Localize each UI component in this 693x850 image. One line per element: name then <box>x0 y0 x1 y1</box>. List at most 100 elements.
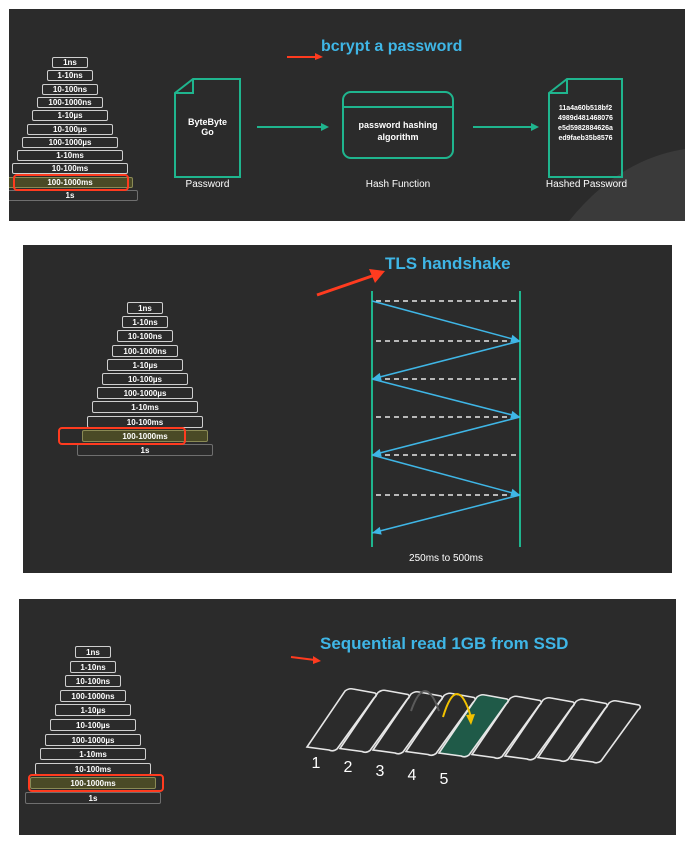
ssd-block <box>503 696 576 761</box>
pyramid-level: 100-1000ns <box>60 689 126 702</box>
pyramid-level: 10-100ms <box>12 163 128 175</box>
pyramid-level: 10-100µs <box>50 719 136 731</box>
pyramid-level: 100-1000µs <box>45 733 141 746</box>
pyramid-level: 10-100ns <box>117 330 173 343</box>
block-number: 3 <box>375 763 385 780</box>
pyramid-level: 1s <box>9 190 138 201</box>
ssd-block <box>371 690 444 755</box>
pointer-arrow <box>290 656 316 661</box>
block-number: 4 <box>407 767 417 784</box>
pyramid-level: 100-1000ns <box>37 96 103 108</box>
highlight-ring <box>28 774 164 793</box>
pyramid-level: 10-100ns <box>65 675 121 688</box>
pyramid-level: 1-10ns <box>47 70 93 82</box>
hashed-value-text: 11a4a60b518bf2 4989d481468076 e5d5982884… <box>549 104 622 144</box>
pyramid-level: 100-1000µs <box>22 136 118 148</box>
pyramid-level: 10-100µs <box>102 373 188 385</box>
hashed-line-2: 4989d481468076 <box>558 115 613 122</box>
pointer-arrow-head <box>315 53 323 60</box>
ssd-block <box>536 698 609 763</box>
tls-title: TLS handshake <box>385 254 511 273</box>
pyramid-level: 1s <box>25 792 161 804</box>
handshake-arrow-head <box>510 410 520 419</box>
ssd-block <box>305 687 378 752</box>
pyramid-level: 100-1000ms <box>30 777 156 790</box>
pyramid-level: 100-1000µs <box>97 387 193 400</box>
pyramid-level: 1-10ms <box>40 748 146 761</box>
handshake-arrow-head <box>372 526 382 535</box>
password-label: Password <box>185 179 230 190</box>
read-arrow-head <box>466 714 475 725</box>
hash-function-box <box>342 91 454 159</box>
hash-box-text: password hashing algorithm <box>343 119 453 143</box>
handshake-messages <box>371 300 521 535</box>
tls-diagram-graphics <box>316 269 521 547</box>
handshake-message-arrow <box>371 340 521 380</box>
handshake-message-arrow <box>371 378 521 418</box>
flow-arrow-1-head <box>321 123 329 131</box>
pyramid-level: 1ns <box>127 302 163 314</box>
pointer-arrow-head <box>313 656 321 664</box>
bcrypt-title: bcrypt a password <box>321 38 463 55</box>
hashed-line-3: e5d5982884626a <box>558 125 613 132</box>
handshake-arrow-head <box>510 488 520 497</box>
pyramid-level: 1ns <box>52 57 88 68</box>
corner-shape <box>569 149 685 221</box>
pyramid-level: 1-10ms <box>92 401 198 414</box>
document-fold <box>175 79 194 94</box>
hashed-document-fold <box>549 79 568 94</box>
flow-arrow-2-head <box>531 123 539 131</box>
pyramid-level: 1-10ns <box>122 316 168 329</box>
hashed-document-icon <box>548 78 623 178</box>
bcrypt-diagram-graphics <box>174 53 685 221</box>
pointer-arrow-head <box>369 269 385 283</box>
hash-function-label: Hash Function <box>365 179 431 190</box>
ssd-block <box>569 699 642 764</box>
block-number: 1 <box>311 755 321 772</box>
hashed-line-1: 11a4a60b518bf2 <box>558 105 613 112</box>
pyramid-level: 1-10µs <box>107 358 183 371</box>
pyramid-level: 100-1000ms <box>9 176 133 188</box>
document-text: ByteByte Go <box>175 117 240 137</box>
pyramid-level: 1-10ms <box>17 150 123 162</box>
ssd-diagram-graphics <box>290 656 642 764</box>
ssd-blocks <box>305 687 642 764</box>
handshake-timing-label: 250ms to 500ms <box>409 553 483 564</box>
document-text-line-1: ByteByte <box>187 117 227 127</box>
ssd-block <box>338 689 411 754</box>
highlight-ring <box>13 173 129 191</box>
password-document-icon <box>174 78 241 178</box>
document-text-line-2: Go <box>201 127 214 137</box>
hash-box-text-line-2: algorithm <box>377 132 419 142</box>
handshake-message-arrow <box>371 454 521 496</box>
block-number: 2 <box>343 759 353 776</box>
pyramid-level: 100-1000ms <box>82 429 208 442</box>
pyramid-level: 100-1000ns <box>112 344 178 357</box>
ssd-block <box>437 693 510 758</box>
pyramid-level: 1s <box>77 444 213 456</box>
hashed-password-label: Hashed Password <box>545 179 628 190</box>
handshake-arrow-head <box>372 448 382 457</box>
pyramid-level: 1-10µs <box>32 110 108 122</box>
pyramid-level: 10-100µs <box>27 123 113 135</box>
read-arrow <box>442 693 472 718</box>
pyramid-level: 10-100ms <box>87 415 203 428</box>
handshake-message-arrow <box>371 494 521 534</box>
handshake-arrow-head <box>372 372 382 381</box>
hashed-line-4: ed9faeb35b8576 <box>558 135 613 142</box>
handshake-arrow-head <box>510 334 520 343</box>
block-number: 5 <box>439 771 449 788</box>
ssd-title: Sequential read 1GB from SSD <box>320 634 569 653</box>
handshake-message-arrow <box>371 300 521 342</box>
handshake-message-arrow <box>371 416 521 456</box>
pyramid-level: 1-10µs <box>55 704 131 717</box>
pyramid-level: 1ns <box>75 646 111 658</box>
highlight-ring <box>58 426 186 445</box>
pyramid-level: 10-100ms <box>35 762 151 775</box>
previous-read-arc <box>410 690 440 712</box>
pointer-arrow <box>316 273 376 297</box>
hash-box-text-line-1: password hashing <box>358 120 438 130</box>
